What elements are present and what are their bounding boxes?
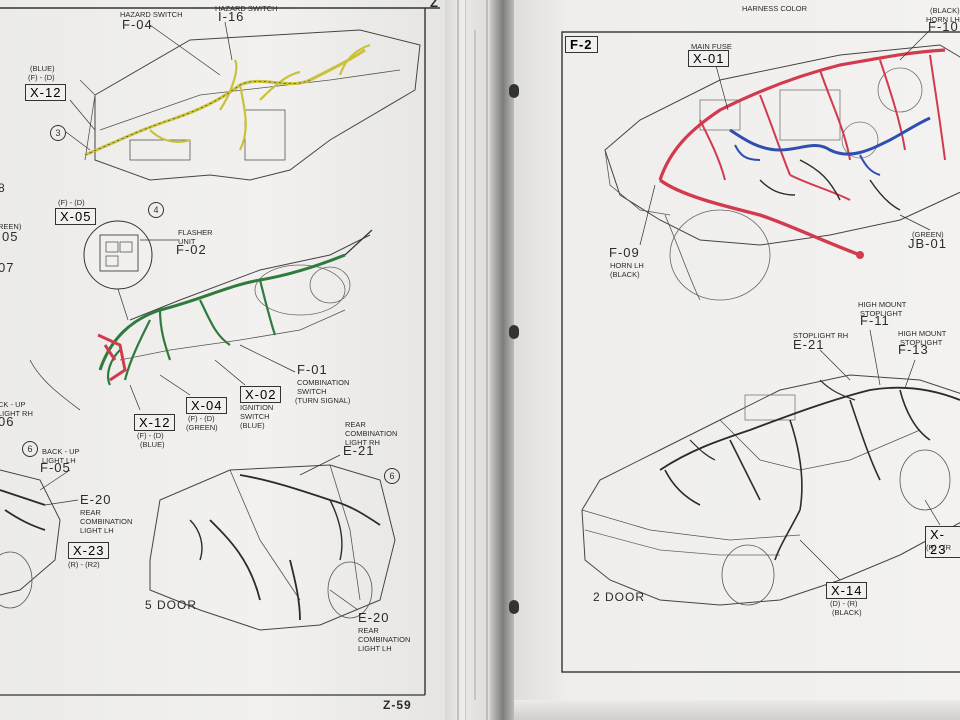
five-door-title: 5 DOOR bbox=[145, 598, 198, 612]
flasher-label: FLASHER bbox=[178, 228, 213, 237]
x23-right-pins: (R) - (R bbox=[926, 543, 951, 552]
hazard-switch-code: F-04 bbox=[122, 17, 153, 32]
section-tag-f2: F-2 bbox=[565, 36, 598, 53]
high-mount-code: F-11 bbox=[860, 313, 890, 328]
binding-hole-1 bbox=[509, 84, 519, 98]
page-stack-edge bbox=[445, 0, 465, 720]
x12-top-pins: (F) - (D) bbox=[28, 73, 55, 82]
callout-circle-6a: 6 bbox=[22, 441, 38, 457]
horn-lh-label: HORN LH bbox=[610, 261, 644, 270]
connector-x05: X-05 bbox=[55, 208, 97, 225]
callout-circle-6b: 6 bbox=[384, 468, 400, 484]
dashboard-harness-diagram bbox=[0, 21, 421, 631]
rear-lh2-label-1: REAR bbox=[358, 626, 379, 635]
binding-hole-2 bbox=[509, 325, 519, 339]
rear-rh-label-2: COMBINATION bbox=[345, 429, 398, 438]
rear-lh-label-1: REAR bbox=[80, 508, 101, 517]
connector-x04: X-04 bbox=[186, 397, 228, 414]
connector-x12: X-12 bbox=[134, 414, 176, 431]
connector-x23-right: X-23 bbox=[925, 526, 960, 558]
ignition-label-2: SWITCH bbox=[240, 412, 270, 421]
backup-lh-label-2: LIGHT LH bbox=[42, 456, 76, 465]
flasher-unit-label: UNIT bbox=[178, 237, 196, 246]
rear-rh-code: E-21 bbox=[343, 443, 375, 458]
rear-lh-label-2: COMBINATION bbox=[80, 517, 133, 526]
backup-lh-code: F-05 bbox=[40, 460, 71, 475]
combination-switch-label-3: (TURN SIGNAL) bbox=[295, 396, 351, 405]
connector-x02: X-02 bbox=[240, 386, 282, 403]
high-mount2-label-2: STOPLIGHT bbox=[900, 338, 943, 347]
callout-circle-4: 4 bbox=[148, 202, 164, 218]
jb-color: (GREEN) bbox=[912, 230, 944, 239]
combination-switch-code: F-01 bbox=[297, 362, 328, 377]
x05-pins: (F) - (D) bbox=[58, 198, 85, 207]
doc-code: Z bbox=[430, 0, 439, 10]
high-mount2-label-1: HIGH MOUNT bbox=[898, 329, 947, 338]
page-bottom-edge bbox=[514, 700, 960, 720]
backup-frag-1: CK - UP bbox=[0, 400, 26, 409]
hazard-top-code: I-16 bbox=[218, 9, 245, 24]
rear-rh-label-1: REAR bbox=[345, 420, 366, 429]
backup-lh-label-1: BACK - UP bbox=[42, 447, 80, 456]
callout-circle-3: 3 bbox=[50, 125, 66, 141]
connector-x14: X-14 bbox=[826, 582, 868, 599]
x14-color: (BLACK) bbox=[832, 608, 862, 617]
x12-color: (BLUE) bbox=[140, 440, 165, 449]
x12-pins: (F) - (D) bbox=[137, 431, 164, 440]
combination-switch-label-2: SWITCH bbox=[297, 387, 327, 396]
horn-top-code: F-10 bbox=[928, 19, 959, 34]
rear-rh-label-3: LIGHT RH bbox=[345, 438, 380, 447]
frag-05: 05 bbox=[2, 229, 19, 244]
high-mount2-code: F-13 bbox=[898, 342, 929, 357]
stoplight-rh-code: E-21 bbox=[793, 337, 825, 352]
horn-lh-color: (BLACK) bbox=[610, 270, 640, 279]
backup-frag-3: 06 bbox=[0, 414, 15, 429]
hazard-top-label: HAZARD SWITCH bbox=[215, 4, 278, 13]
rear-lh2-label-2: COMBINATION bbox=[358, 635, 411, 644]
hazard-switch-label: HAZARD SWITCH bbox=[120, 10, 183, 19]
rear-lh-label-3: LIGHT LH bbox=[80, 526, 114, 535]
x04-color: (GREEN) bbox=[186, 423, 218, 432]
combination-switch-label-1: COMBINATION bbox=[297, 378, 350, 387]
page-number: Z-59 bbox=[383, 698, 412, 712]
ignition-label-3: (BLUE) bbox=[240, 421, 265, 430]
horn-top-color: (BLACK) bbox=[930, 6, 960, 15]
high-mount-label-2: STOPLIGHT bbox=[860, 309, 903, 318]
main-fuse-label: MAIN FUSE bbox=[691, 42, 732, 51]
stoplight-rh-label: STOPLIGHT RH bbox=[793, 331, 849, 340]
ignition-label-1: IGNITION bbox=[240, 403, 274, 412]
binding-hole-3 bbox=[509, 600, 519, 614]
x14-pins: (D) - (R) bbox=[830, 599, 858, 608]
horn-top-label: HORN LH bbox=[926, 15, 960, 24]
frag-07: 07 bbox=[0, 260, 15, 275]
high-mount-label-1: HIGH MOUNT bbox=[858, 300, 907, 309]
jb-code: JB-01 bbox=[908, 236, 947, 251]
x23-left-pins: (R) - (R2) bbox=[68, 560, 100, 569]
backup-frag-2: LIGHT RH bbox=[0, 409, 33, 418]
frag-8: 8 bbox=[0, 181, 5, 195]
x04-pins: (F) - (D) bbox=[188, 414, 215, 423]
connector-x01: X-01 bbox=[688, 50, 730, 67]
right-page bbox=[514, 0, 960, 720]
rear-lh-code: E-20 bbox=[80, 492, 112, 507]
connector-x23-left: X-23 bbox=[68, 542, 110, 559]
connector-x12-top: X-12 bbox=[25, 84, 67, 101]
harness-color-header: HARNESS COLOR bbox=[742, 4, 808, 13]
rear-lh2-code: E-20 bbox=[358, 610, 390, 625]
frag-reen: REEN) bbox=[0, 222, 22, 231]
horn-lh-code: F-09 bbox=[609, 245, 640, 260]
flasher-code: F-02 bbox=[176, 242, 207, 257]
x12-top-color: (BLUE) bbox=[30, 64, 55, 73]
rear-lh2-label-3: LIGHT LH bbox=[358, 644, 392, 653]
two-door-title: 2 DOOR bbox=[593, 590, 646, 604]
